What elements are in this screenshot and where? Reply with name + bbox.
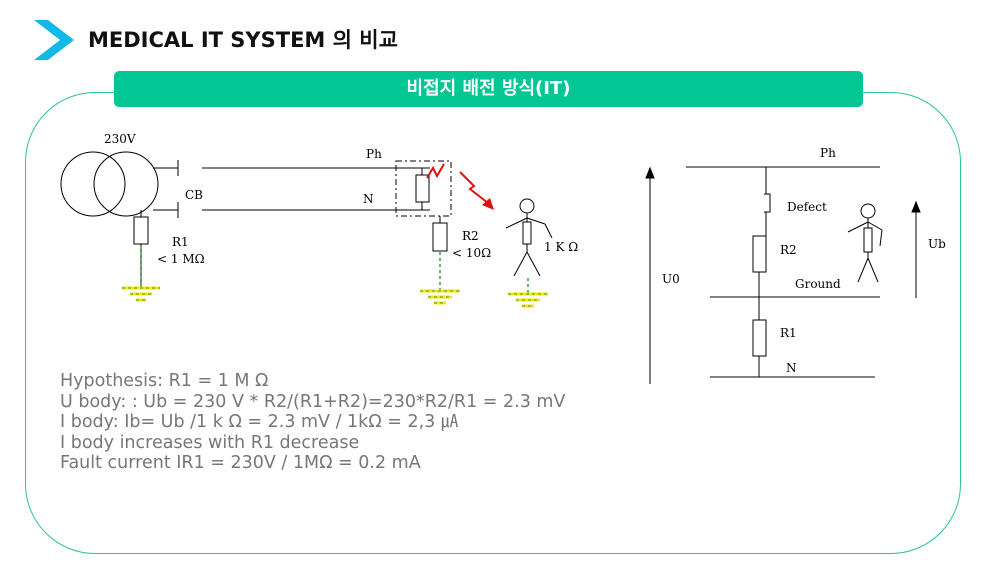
defect-label: Defect bbox=[787, 200, 827, 214]
body-resistance-label: 1 K Ω bbox=[544, 240, 578, 254]
note-line: Hypothesis: R1 = 1 M Ω bbox=[60, 371, 269, 391]
r2-label-right: R2 bbox=[780, 243, 797, 257]
note-line: I body increases with R1 decrease bbox=[60, 432, 360, 453]
ground-symbol-3 bbox=[508, 278, 548, 308]
note-line: Fault current IR1 = 230V / 1MΩ = 0.2 mA bbox=[60, 453, 421, 473]
section-banner: 비접지 배전 방식(IT) bbox=[114, 71, 863, 107]
ground-label: Ground bbox=[795, 277, 841, 291]
cb-label: CB bbox=[185, 188, 203, 202]
n-label-left: N bbox=[363, 192, 374, 206]
calculation-notes: Hypothesis: R1 = 1 M Ω U body: : Ub = 23… bbox=[60, 371, 565, 474]
u0-label: U0 bbox=[662, 272, 680, 286]
r1-label-right: R1 bbox=[780, 326, 797, 340]
r2-label: R2 bbox=[462, 229, 479, 243]
equipment-box bbox=[395, 160, 452, 217]
ph-label-right: Ph bbox=[820, 146, 836, 160]
u0-arrow bbox=[645, 166, 655, 384]
r1-label: R1 bbox=[172, 235, 189, 249]
ph-line bbox=[153, 160, 430, 176]
ground-symbol-1 bbox=[122, 286, 160, 302]
n-line bbox=[153, 202, 430, 218]
r1-value: < 1 MΩ bbox=[157, 252, 205, 266]
ub-label: Ub bbox=[928, 237, 946, 251]
r2-value: < 10Ω bbox=[452, 246, 491, 260]
ph-label-left: Ph bbox=[366, 147, 382, 161]
fault-spark-icon bbox=[426, 163, 445, 179]
n-label-right: N bbox=[786, 361, 797, 375]
shock-arrow-icon bbox=[459, 171, 494, 210]
note-line: I body: Ib= Ub /1 k Ω = 2.3 mV / 1kΩ = 2… bbox=[60, 412, 459, 432]
transformer-symbol bbox=[60, 151, 159, 217]
note-line: U body: : Ub = 230 V * R2/(R1+R2)=230*R2… bbox=[60, 391, 566, 412]
person-figure-left bbox=[505, 198, 553, 277]
chevron-logo-icon bbox=[34, 20, 74, 60]
r2-resistor bbox=[432, 216, 448, 252]
ub-arrow bbox=[911, 200, 921, 298]
voltage-label: 230V bbox=[104, 132, 136, 146]
person-figure-right bbox=[847, 203, 883, 283]
ground-symbol-2 bbox=[420, 289, 460, 305]
equipment-resistor bbox=[415, 168, 430, 210]
page-title: MEDICAL IT SYSTEM 의 비교 bbox=[88, 28, 398, 52]
right-circuit bbox=[686, 166, 880, 378]
